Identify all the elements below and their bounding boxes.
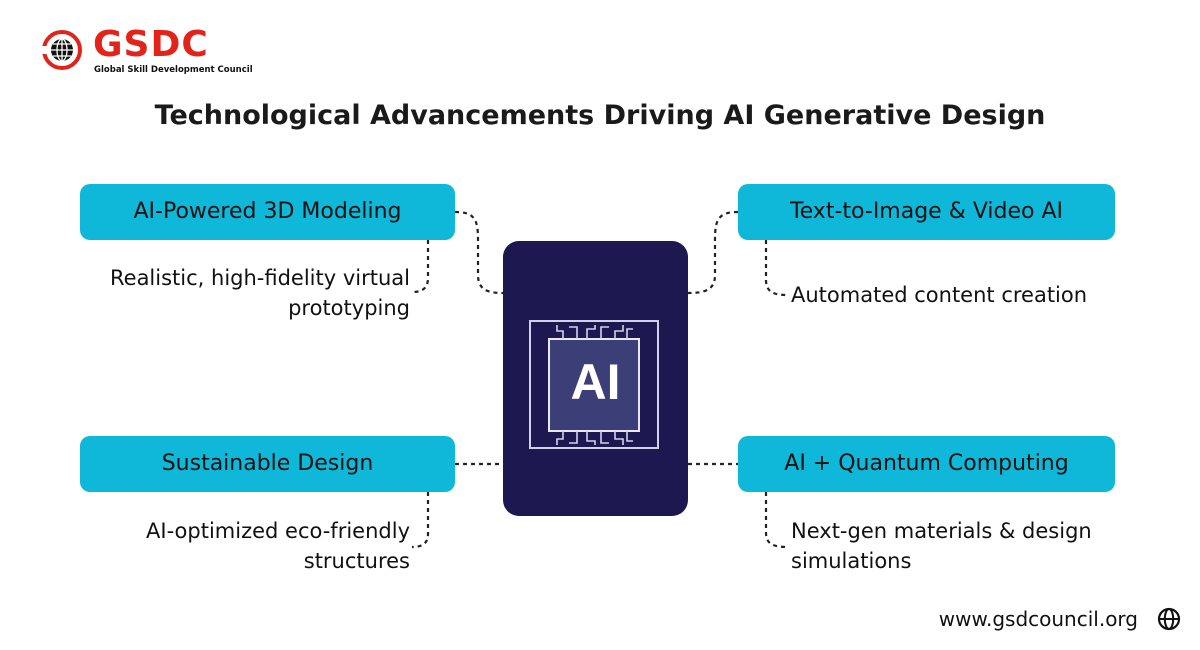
pill-ai-quantum-computing: AI + Quantum Computing — [738, 436, 1115, 492]
page-title: Technological Advancements Driving AI Ge… — [154, 100, 1046, 131]
ai-chip-card: AI — [503, 241, 688, 516]
globe-icon — [1157, 607, 1181, 631]
pill-text-to-image-video: Text-to-Image & Video AI — [738, 184, 1115, 240]
brand-tagline: Global Skill Development Council — [94, 65, 253, 75]
pill-sustainable-design: Sustainable Design — [80, 436, 455, 492]
pill-ai-3d-modeling: AI-Powered 3D Modeling — [80, 184, 455, 240]
globe-logo-icon — [40, 30, 82, 70]
gsdc-logo: GSDC Global Skill Development Council — [38, 22, 253, 82]
description-ai-quantum-computing: Next-gen materials & design simulations — [791, 519, 1092, 573]
brand-name: GSDC — [93, 24, 209, 65]
website-url[interactable]: www.gsdcouncil.org — [938, 607, 1138, 631]
ai-chip-label: AI — [570, 354, 621, 410]
ai-chip-icon — [529, 320, 659, 449]
description-text-to-image-video: Automated content creation — [791, 283, 1088, 307]
description-ai-3d-modeling: Realistic, high-fidelity virtual prototy… — [110, 266, 410, 320]
description-sustainable-design: AI-optimized eco-friendly structures — [146, 519, 410, 573]
